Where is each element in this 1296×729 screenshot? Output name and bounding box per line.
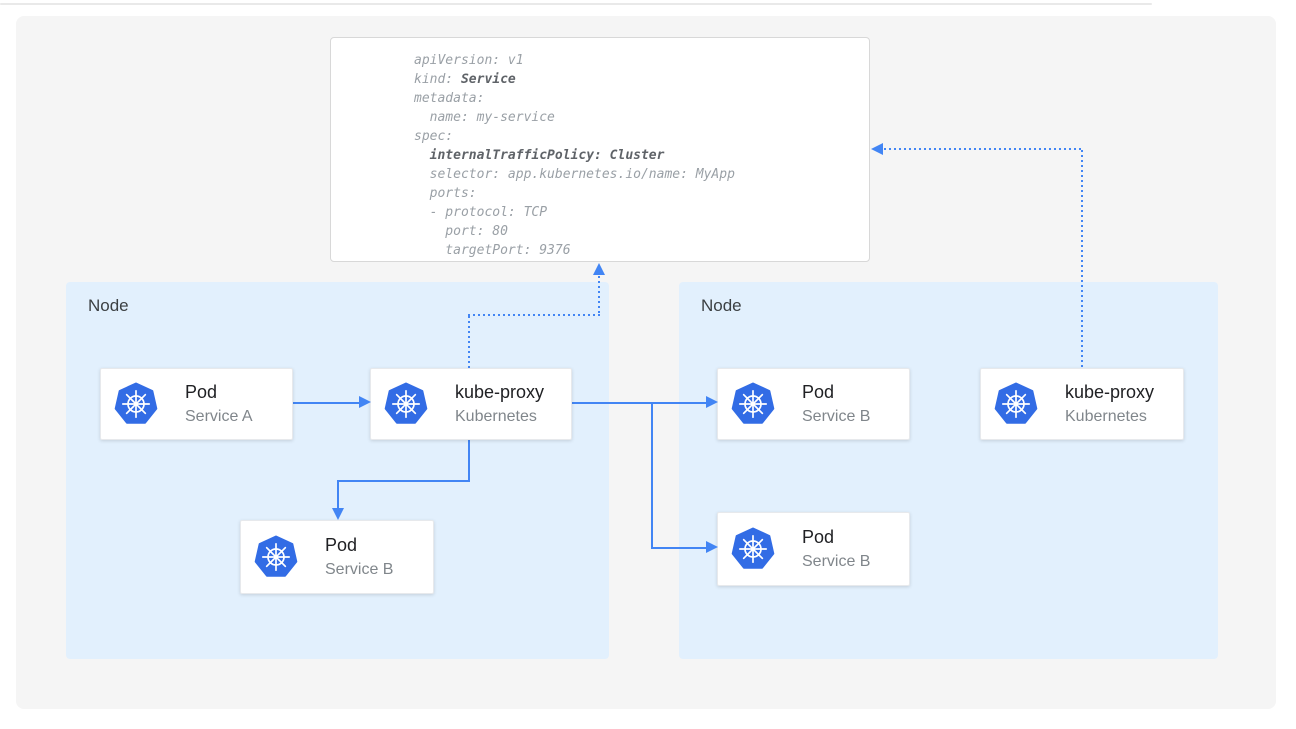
yaml-code-line: metadata: — [414, 91, 485, 106]
card-title: kube-proxy — [1065, 382, 1155, 402]
card-subtitle: Kubernetes — [1065, 408, 1147, 425]
yaml-code-line: ports: — [414, 186, 477, 201]
yaml-code-line: port: 80 — [414, 224, 508, 239]
arrowhead-right-icon — [706, 541, 718, 553]
arrowhead-up-icon — [593, 263, 605, 275]
arrow-kubeproxy-to-podb-left-segment — [337, 480, 470, 482]
kubernetes-wheel-icon — [731, 527, 775, 571]
dotted-kubeproxy-left-to-yaml-segment — [598, 276, 600, 316]
card-title: Pod — [325, 535, 358, 555]
node-label: Node — [88, 296, 129, 315]
card-title: Pod — [802, 382, 835, 402]
card-kube-proxy-right: kube-proxy Kubernetes — [980, 368, 1184, 440]
top-divider — [0, 3, 1152, 5]
yaml-code-line: spec: — [414, 129, 454, 144]
arrow-kubeproxy-to-podb-left-segment — [468, 440, 470, 481]
yaml-code-line: selector: app.kubernetes.io/name: MyApp — [414, 167, 735, 182]
kubernetes-wheel-icon — [384, 382, 428, 426]
kubernetes-wheel-icon — [994, 382, 1038, 426]
card-kube-proxy-left: kube-proxy Kubernetes — [370, 368, 572, 440]
card-pod-service-b-right-top: Pod Service B — [717, 368, 910, 440]
kubernetes-wheel-icon — [254, 535, 298, 579]
yaml-code-line: targetPort: 9376 — [414, 243, 571, 258]
node-label: Node — [701, 296, 742, 315]
dotted-kubeproxy-left-to-yaml-segment — [468, 316, 470, 368]
node-box-right: Node — [679, 282, 1218, 659]
arrow-poda-to-kubeproxy — [293, 402, 360, 404]
dotted-kubeproxy-right-to-yaml-segment — [884, 148, 1083, 150]
yaml-code: apiVersion: v1 kind: Service metadata: nam… — [414, 51, 869, 260]
card-subtitle: Service B — [325, 561, 394, 578]
arrowhead-down-icon — [332, 508, 344, 520]
card-subtitle: Service B — [802, 553, 871, 570]
card-subtitle: Service B — [802, 408, 871, 425]
dotted-kubeproxy-right-to-yaml-segment — [1081, 150, 1083, 368]
yaml-code-line: apiVersion: v1 — [414, 53, 524, 68]
arrowhead-right-icon — [706, 396, 718, 408]
service-yaml-box: apiVersion: v1 kind: Service metadata: nam… — [330, 37, 870, 262]
arrow-kubeproxy-to-podb-left-segment — [337, 480, 339, 509]
card-pod-service-b-left: Pod Service B — [240, 520, 434, 594]
node-box-left: Node — [66, 282, 609, 659]
card-pod-service-a: Pod Service A — [100, 368, 293, 440]
arrowhead-right-icon — [359, 396, 371, 408]
kubernetes-wheel-icon — [731, 382, 775, 426]
yaml-code-line: name: my-service — [414, 110, 555, 125]
dotted-kubeproxy-left-to-yaml-segment — [468, 314, 601, 316]
card-pod-service-b-right-bottom: Pod Service B — [717, 512, 910, 586]
arrow-kubeproxy-to-podb-right-bottom-segment — [651, 402, 653, 548]
yaml-code-line: - protocol: TCP — [414, 205, 548, 220]
arrow-kubeproxy-to-podb-right-bottom-segment — [651, 547, 707, 549]
card-subtitle: Service A — [185, 408, 253, 425]
card-subtitle: Kubernetes — [455, 408, 537, 425]
card-title: Pod — [185, 382, 218, 402]
yaml-code-line: kind: Service — [414, 72, 516, 87]
arrowhead-left-icon — [871, 143, 883, 155]
card-title: kube-proxy — [455, 382, 545, 402]
kubernetes-wheel-icon — [114, 382, 158, 426]
card-title: Pod — [802, 527, 835, 547]
arrow-kubeproxy-to-podb-right-top — [572, 402, 707, 404]
yaml-code-line: internalTrafficPolicy: Cluster — [429, 148, 665, 163]
